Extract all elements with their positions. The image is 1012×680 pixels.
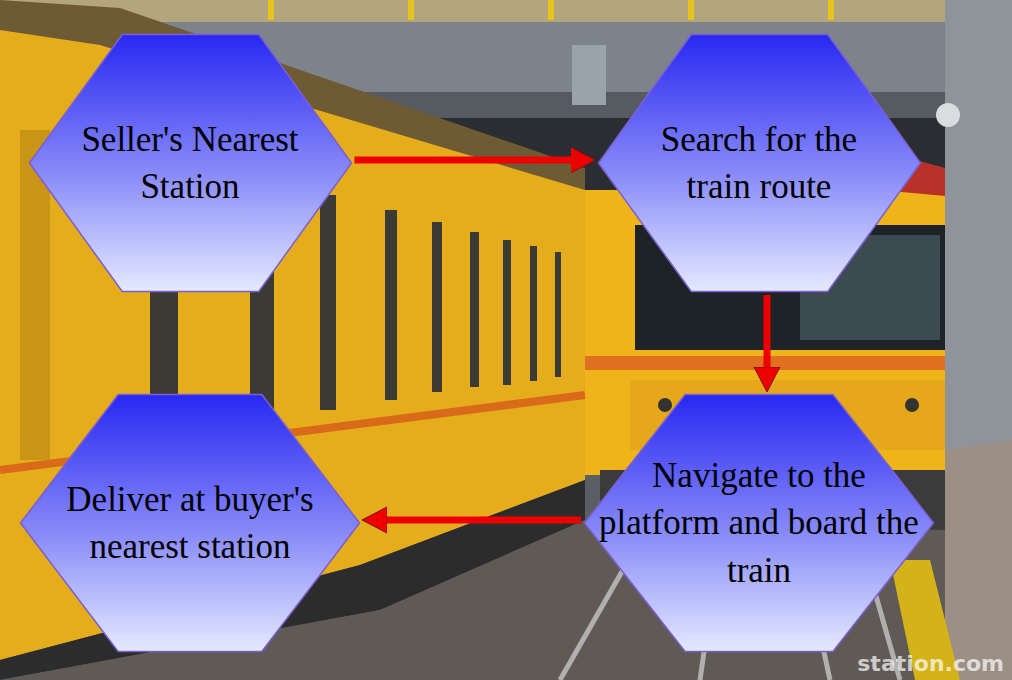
train-window	[503, 240, 511, 385]
lamp	[936, 103, 960, 127]
hexagon-shape	[598, 35, 920, 292]
process-hexagon: Deliver at buyer's nearest station	[19, 393, 361, 653]
yellow-mark	[828, 0, 834, 20]
head-light	[905, 398, 919, 412]
hexagon-shape	[29, 35, 351, 292]
flow-arrow	[355, 157, 583, 164]
train-window	[320, 195, 336, 410]
flow-arrow	[375, 517, 581, 524]
train-window	[385, 210, 397, 400]
node-text-group: Seller's Nearest Station	[50, 116, 330, 211]
process-hexagon: Search for the train route	[597, 33, 922, 293]
train-window	[530, 246, 537, 381]
train-window	[432, 222, 442, 392]
vent-grid	[572, 45, 606, 105]
yellow-mark	[688, 0, 694, 20]
hexagon-shape	[585, 395, 934, 652]
head-light	[658, 398, 672, 412]
node-label: Deliver at buyer's nearest station	[34, 476, 346, 571]
train-window	[470, 232, 479, 387]
hexagon-outline	[19, 393, 361, 653]
yellow-mark	[548, 0, 554, 20]
hexagon-outline	[597, 33, 922, 293]
train-window	[555, 252, 561, 377]
yellow-mark	[268, 0, 274, 20]
yellow-mark	[408, 0, 414, 20]
hexagon-outline	[28, 33, 353, 293]
watermark: station.com	[857, 651, 1004, 676]
node-label: Search for the train route	[628, 116, 890, 211]
node-label: Navigate to the platform and board the t…	[598, 452, 920, 594]
node-label: Seller's Nearest Station	[50, 116, 330, 211]
node-text-group: Deliver at buyer's nearest station	[34, 476, 346, 571]
process-hexagon: Navigate to the platform and board the t…	[583, 393, 935, 653]
process-hexagon: Seller's Nearest Station	[28, 33, 353, 293]
flow-arrow	[764, 295, 771, 379]
hexagon-shape	[21, 395, 360, 652]
node-text-group: Search for the train route	[628, 116, 890, 211]
roof-structure	[0, 0, 1012, 22]
node-text-group: Navigate to the platform and board the t…	[598, 452, 920, 594]
